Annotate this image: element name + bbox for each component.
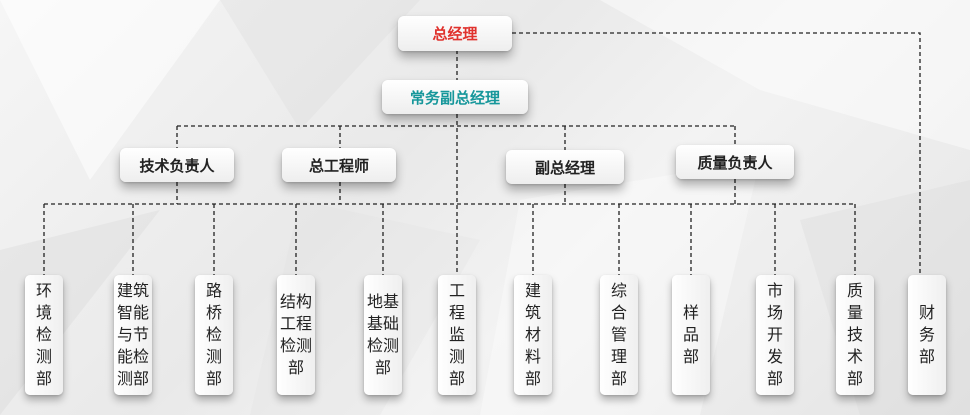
dept-label: 工 程 监 测 部 (448, 281, 465, 388)
deputy-gm-box: 副总经理 (506, 150, 624, 184)
deputy-gm-label: 副总经理 (534, 158, 595, 177)
dept-label: 样 品 部 (682, 303, 699, 366)
executive-vp-label: 常务副总经理 (409, 88, 500, 107)
dept-label: 路 桥 检 测 部 (205, 281, 222, 388)
dept-general-management: 综 合 管 理 部 (600, 275, 638, 395)
chief-engineer-box: 总工程师 (282, 148, 396, 182)
quality-lead-box: 质量负责人 (676, 145, 794, 179)
dept-label: 建筑 智能 与节 能检 测部 (116, 281, 149, 388)
dept-label: 地基 基础 检测 部 (366, 292, 399, 377)
dept-structural: 结构 工程 检测 部 (277, 275, 315, 395)
dept-samples: 样 品 部 (672, 275, 710, 395)
general-manager-label: 总经理 (432, 25, 478, 43)
dept-road-bridge: 路 桥 检 测 部 (195, 275, 233, 395)
technical-lead-box: 技术负责人 (120, 148, 234, 182)
dept-market-development: 市 场 开 发 部 (756, 275, 794, 395)
dept-quality-technology: 质 量 技 术 部 (836, 275, 874, 395)
dept-environment: 环 境 检 测 部 (25, 275, 63, 395)
dept-building-intelligence: 建筑 智能 与节 能检 测部 (114, 275, 152, 395)
dept-engineering-monitoring: 工 程 监 测 部 (438, 275, 476, 395)
dept-label: 环 境 检 测 部 (35, 281, 52, 388)
dept-building-materials: 建 筑 材 料 部 (514, 275, 552, 395)
dept-label: 建 筑 材 料 部 (524, 281, 541, 388)
dept-foundation: 地基 基础 检测 部 (364, 275, 402, 395)
chief-engineer-label: 总工程师 (308, 156, 369, 175)
dept-label: 综 合 管 理 部 (610, 281, 627, 388)
quality-lead-label: 质量负责人 (697, 153, 773, 172)
dept-label: 结构 工程 检测 部 (279, 292, 312, 377)
dept-label: 财 务 部 (918, 303, 935, 366)
general-manager-box: 总经理 (398, 16, 512, 51)
technical-lead-label: 技术负责人 (139, 156, 215, 175)
dept-finance: 财 务 部 (908, 275, 946, 395)
executive-vp-box: 常务副总经理 (382, 80, 528, 114)
dept-label: 市 场 开 发 部 (766, 281, 783, 388)
dept-label: 质 量 技 术 部 (846, 281, 863, 388)
